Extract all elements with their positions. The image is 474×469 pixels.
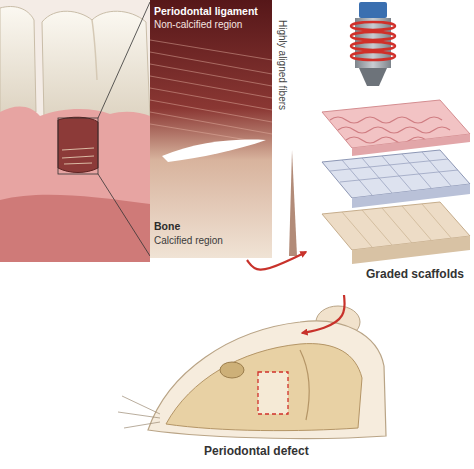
region-subtitle: Non-calcified region (154, 19, 242, 31)
zoom-line (98, 2, 150, 118)
whiskers (124, 422, 160, 428)
scaffold-grid (340, 170, 458, 182)
scaffold-grid (422, 152, 452, 187)
scaffold-grid (330, 159, 448, 171)
defect-bone (62, 148, 94, 164)
tooth-groove (92, 20, 97, 80)
gum-shade (0, 195, 150, 262)
scaffold-grid (342, 212, 372, 247)
gum (0, 106, 150, 262)
tooth-ground (0, 0, 150, 262)
panel-caption: Periodontal defect (204, 445, 309, 459)
heating-coil (351, 52, 395, 60)
heating-coil (351, 22, 395, 30)
defect-marker (258, 372, 288, 414)
eye-socket (220, 362, 244, 378)
fibers (150, 100, 272, 122)
jaw-line (300, 350, 309, 420)
region-heading: Bone (154, 220, 180, 232)
nozzle-cap (359, 2, 387, 18)
flow-arrow (302, 295, 345, 333)
scaffold-grid (402, 154, 432, 189)
zoom-line (98, 174, 150, 256)
panel-caption: Graded scaffolds (366, 268, 464, 282)
scaffold-grid (342, 160, 372, 195)
scaffold-bottom-side (352, 236, 470, 264)
heating-coil (351, 42, 395, 50)
tooth-illustration (0, 0, 150, 262)
scaffold-grid (402, 206, 432, 241)
scaffold-grid (382, 156, 412, 191)
nozzle-tip (359, 68, 387, 86)
printer-nozzle (351, 2, 395, 86)
region-subtitle: Calcified region (154, 235, 223, 247)
whiskers (118, 396, 160, 428)
tissue-panel (150, 0, 297, 258)
fibers (150, 112, 272, 134)
fibers (150, 124, 260, 142)
rat-head (148, 321, 386, 439)
tissue-panel-region: Periodontal ligamentNon-calcified region… (148, 0, 298, 258)
fibers (150, 88, 272, 110)
fibers (150, 52, 272, 74)
scaffold-middle-side (352, 184, 470, 208)
tooth-crown (0, 7, 36, 117)
scaffold-grid (362, 210, 392, 245)
scaffold-waves (338, 127, 450, 133)
scaffold-grid (362, 158, 392, 193)
zoom-box (58, 118, 98, 174)
rat-skull (166, 344, 362, 431)
scaffold-grid (382, 208, 412, 243)
region-heading: Periodontal ligament (154, 5, 258, 17)
scaffold-waves (330, 117, 442, 123)
defect-site (58, 117, 98, 172)
scaffold-layers (322, 100, 470, 264)
whiskers (118, 412, 160, 418)
fibers (150, 76, 272, 98)
scaffold-grid (422, 204, 452, 239)
tooth-crown (42, 11, 150, 120)
fibers (150, 64, 272, 86)
whiskers (122, 396, 160, 414)
tissue-gradient (150, 0, 272, 258)
flow-arrow (247, 252, 306, 270)
scaffold-region: Graded scaffolds (308, 0, 474, 292)
rat-illustration (118, 306, 386, 438)
heating-coil (351, 22, 395, 60)
gradient-label: Highly aligned fibers (277, 20, 289, 110)
heating-coil (351, 32, 395, 40)
gradient-wedge (289, 150, 297, 256)
fibers (150, 40, 272, 142)
fiber-highlight (162, 140, 266, 162)
fibers (150, 40, 272, 60)
animal-model-region: Periodontal defect (120, 335, 400, 469)
